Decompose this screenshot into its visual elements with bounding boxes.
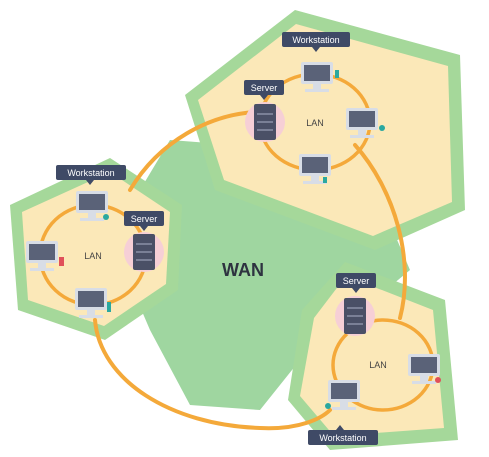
lan-top-label: LAN xyxy=(306,118,324,128)
svg-text:Workstation: Workstation xyxy=(292,35,339,45)
wan-link-left-top xyxy=(128,110,257,192)
server-top-icon xyxy=(245,102,285,142)
workstation-bottom-tag: Workstation xyxy=(308,425,378,445)
lan-left-label: LAN xyxy=(84,251,102,261)
svg-text:Server: Server xyxy=(251,83,278,93)
server-left-tag: Server xyxy=(124,211,164,231)
server-top-tag: Server xyxy=(244,80,284,100)
workstation-left-bottom-icon xyxy=(75,288,111,318)
svg-text:Workstation: Workstation xyxy=(67,168,114,178)
svg-text:Server: Server xyxy=(131,214,158,224)
workstation-left-side-icon xyxy=(26,241,64,271)
workstation-left-tag: Workstation xyxy=(56,165,126,185)
workstation-bottom-right-icon xyxy=(408,354,441,384)
svg-text:Workstation: Workstation xyxy=(319,433,366,443)
lan-top-area xyxy=(198,24,452,236)
workstation-top-tag: Workstation xyxy=(282,32,350,52)
wan-label: WAN xyxy=(222,260,264,280)
lan-bottom-label: LAN xyxy=(369,360,387,370)
wan-link-top-bottom xyxy=(353,143,407,320)
workstation-left-top-icon xyxy=(76,191,109,221)
workstation-top-right-icon xyxy=(346,108,385,138)
workstation-top-bottom-icon xyxy=(299,154,331,184)
server-left-icon xyxy=(124,232,164,272)
wan-link-left-bottom xyxy=(93,318,332,431)
wan-links xyxy=(93,110,407,431)
server-bottom-icon xyxy=(335,296,375,336)
server-bottom-tag: Server xyxy=(336,273,376,293)
workstation-top-icon xyxy=(301,62,339,92)
svg-text:Server: Server xyxy=(343,276,370,286)
workstation-bottom-icon xyxy=(325,380,360,410)
